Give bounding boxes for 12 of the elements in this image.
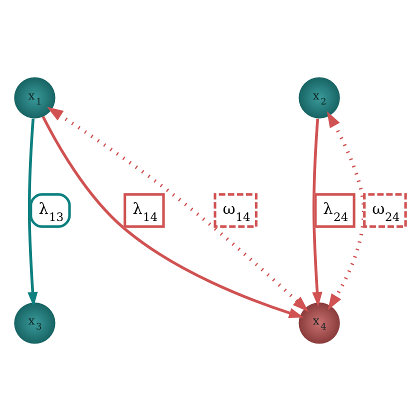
edge-label: λ$_{13}$ bbox=[38, 199, 64, 224]
arrow bbox=[326, 110, 365, 310]
node-circle: x$_{1}$ bbox=[14, 76, 55, 118]
edge-label: ω$_{14}$ bbox=[222, 199, 250, 224]
arrow bbox=[312, 118, 322, 306]
node-circle: x$_{4}$ bbox=[298, 302, 340, 344]
edge-label: λ$_{14}$ bbox=[132, 199, 158, 224]
edge-label: λ$_{24}$ bbox=[322, 199, 348, 224]
node-circle: x$_{2}$ bbox=[298, 76, 340, 118]
arrow bbox=[27, 118, 38, 306]
node-circle: x$_{3}$ bbox=[14, 302, 55, 344]
edge-label: ω$_{24}$ bbox=[372, 199, 400, 224]
